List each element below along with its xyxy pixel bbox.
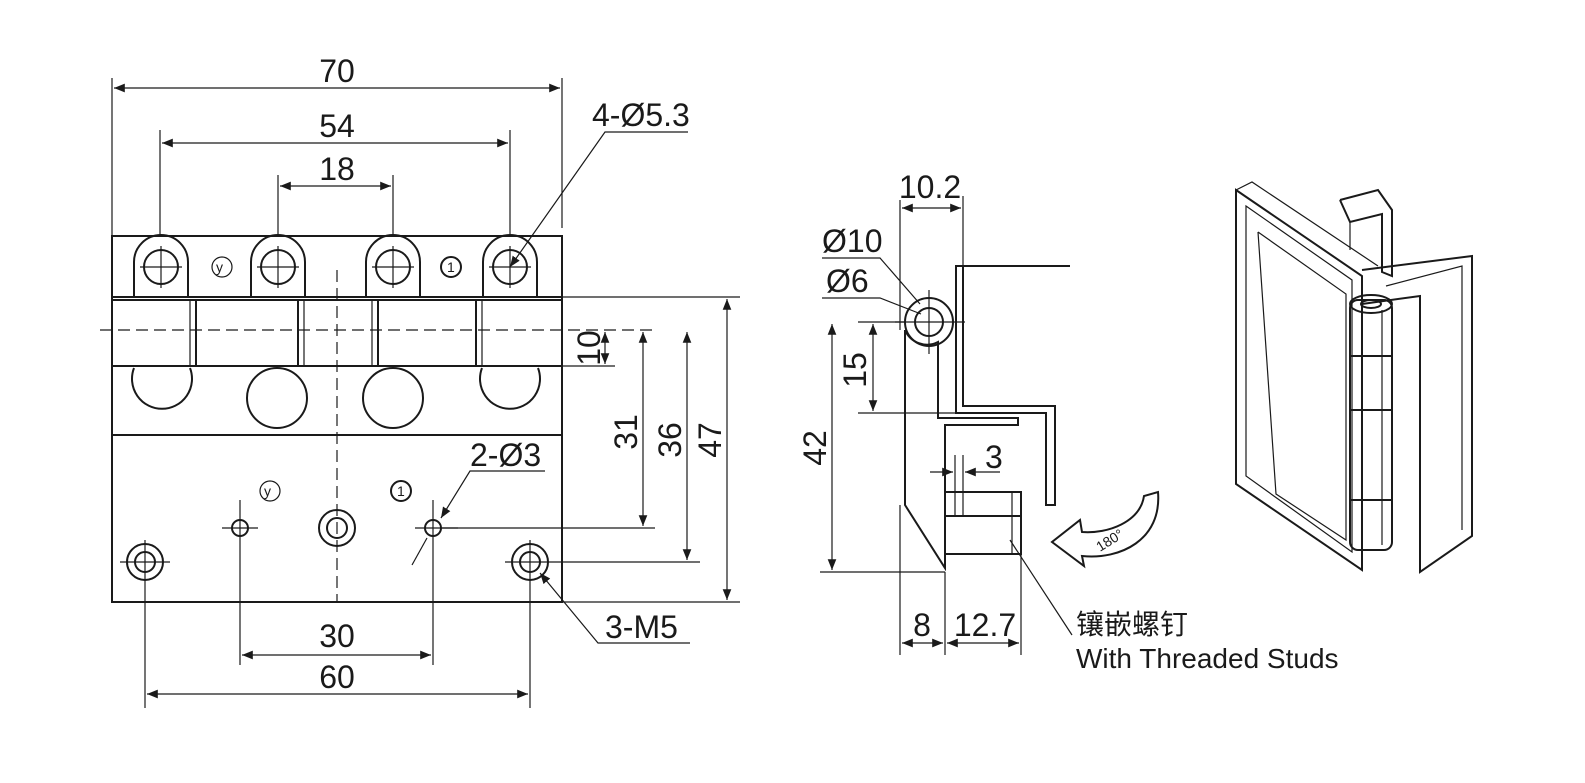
- small-hole-callout-label: 2-Ø3: [470, 437, 541, 473]
- hole-callout-label: 4-Ø5.3: [592, 97, 690, 133]
- iso-left-leaf: [1235, 188, 1363, 572]
- upper-leaf-profile: [955, 265, 1070, 506]
- logo-mark-4: 1: [390, 480, 412, 502]
- dim-54-label: 54: [319, 108, 355, 144]
- dim-42-label: 42: [797, 430, 833, 466]
- knuckle-right: [475, 299, 563, 367]
- dim-47-label: 47: [692, 422, 728, 458]
- svg-text:1: 1: [397, 483, 405, 499]
- threaded-stud-lower: [944, 515, 1022, 555]
- dim-70-label: 70: [319, 53, 355, 89]
- rotation-arrow: [1050, 490, 1160, 569]
- dim-30-label: 30: [319, 618, 355, 654]
- logo-mark-1: y: [211, 256, 233, 278]
- svg-text:1: 1: [447, 259, 455, 275]
- knuckle-middle: [297, 299, 379, 367]
- dia-outer-label: Ø10: [822, 223, 882, 259]
- dim-36-label: 36: [652, 422, 688, 458]
- dim-18-label: 18: [319, 151, 355, 187]
- stud-left: [120, 540, 170, 708]
- dim-10-label: 10: [571, 330, 607, 366]
- logo-mark-3: y: [259, 480, 281, 502]
- side-view: 10.2 15 42 3 8 12.: [797, 169, 1339, 674]
- dim-3-label: 3: [985, 439, 1003, 475]
- dim-60-label: 60: [319, 659, 355, 695]
- dim-15-label: 15: [837, 352, 873, 388]
- top-hole-2: [250, 234, 306, 298]
- lower-boss-4: [479, 367, 541, 410]
- dim-10-2-label: 10.2: [899, 169, 961, 205]
- lower-boss-2: [246, 367, 308, 429]
- stud-note-en: With Threaded Studs: [1076, 643, 1339, 674]
- top-hole-3: [365, 234, 421, 298]
- stud-right: [505, 540, 575, 708]
- dim-12-7-label: 12.7: [954, 607, 1016, 643]
- stud-callout-label: 3-M5: [605, 609, 678, 645]
- stud-note-cn: 镶嵌螺钉: [1076, 609, 1188, 640]
- svg-text:y: y: [264, 483, 271, 499]
- dim-31-label: 31: [608, 414, 644, 450]
- dia-inner-label: Ø6: [826, 263, 869, 299]
- dim-8-label: 8: [913, 607, 931, 643]
- isometric-view: [1235, 181, 1473, 574]
- threaded-stud-upper: [944, 491, 1022, 517]
- logo-mark-2: 1: [440, 256, 462, 278]
- front-view: y 1 y 1: [100, 53, 740, 708]
- lower-boss-1: [131, 367, 193, 410]
- lower-boss-3: [362, 367, 424, 429]
- knuckle-left: [111, 299, 197, 367]
- svg-text:y: y: [216, 259, 223, 275]
- top-hole-1: [133, 234, 189, 298]
- stud-center: [318, 509, 356, 547]
- lower-leaf-profile: [904, 329, 1019, 572]
- iso-right-leaf: [1361, 254, 1473, 574]
- iso-knuckle: [1349, 294, 1393, 551]
